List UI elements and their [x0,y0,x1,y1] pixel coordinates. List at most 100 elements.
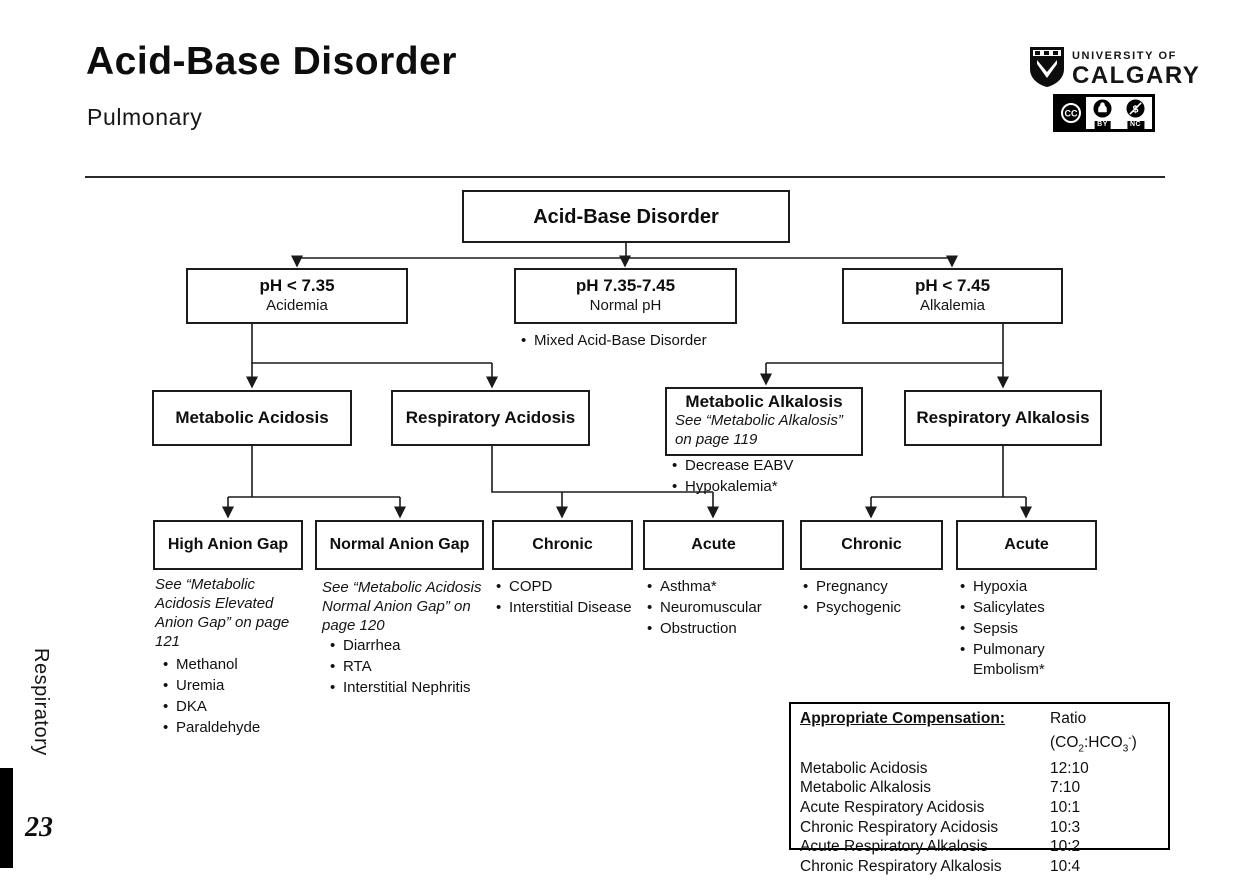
row-value: 10:2 [1050,838,1081,856]
cc-nc-label: NC [1126,121,1145,129]
row-label: Chronic Respiratory Alkalosis [800,858,1002,876]
table-row: Acute Respiratory Acidosis 10:1 [800,798,1158,818]
university-wordmark-line1: UNIVERSITY OF [1072,50,1177,62]
node-title: Respiratory Alkalosis [916,407,1090,427]
table-row: Chronic Respiratory Acidosis 10:3 [800,818,1158,838]
row-label: Acute Respiratory Acidosis [800,799,985,817]
node-title: Respiratory Acidosis [405,407,576,427]
node-title: High Anion Gap [167,536,289,554]
node-acute-respiratory-alkalosis: Acute [956,520,1097,570]
table-row: Metabolic Alkalosis 7:10 [800,778,1158,798]
node-normal-ph: pH 7.35-7.45 Normal pH [514,268,737,324]
svg-text:$: $ [1133,104,1139,115]
list-item: Paraldehyde [163,718,303,738]
list-item: Interstitial Nephritis [330,678,490,698]
list-item: Uremia [163,676,303,696]
row-label: Chronic Respiratory Acidosis [800,818,999,836]
acute-respiratory-acidosis-causes: Asthma* Neuromuscular Obstruction [647,577,777,640]
node-acute-respiratory-acidosis: Acute [643,520,784,570]
normal-anion-gap-reference: See “Metabolic Acidosis Normal Anion Gap… [322,579,482,635]
node-title: pH < 7.35 [259,276,335,296]
node-chronic-respiratory-acidosis: Chronic [492,520,633,570]
node-chronic-respiratory-alkalosis: Chronic [800,520,943,570]
normal-ph-notes: Mixed Acid-Base Disorder [521,331,751,352]
table-row: Acute Respiratory Alkalosis 10:2 [800,837,1158,857]
node-respiratory-alkalosis: Respiratory Alkalosis [904,390,1102,446]
acute-respiratory-alkalosis-causes: Hypoxia Salicylates Sepsis Pulmonary Emb… [960,577,1068,681]
section-tab-bar [0,768,13,868]
node-title: Chronic [841,536,902,554]
list-item: Psychogenic [803,598,933,618]
node-reference: See “Metabolic Alkalosis” on page 119 [675,412,843,448]
list-item: Decrease EABV [672,456,862,476]
ratio-sup: - [1128,732,1132,744]
list-item: Mixed Acid-Base Disorder [521,331,751,351]
metabolic-alkalosis-notes: Decrease EABV Hypokalemia* [672,456,862,498]
list-item: Neuromuscular [647,598,777,618]
node-metabolic-acidosis: Metabolic Acidosis [152,390,352,446]
node-subtitle: Acidemia [266,296,328,314]
list-item: Interstitial Disease [496,598,636,618]
node-title: Acute [691,536,736,554]
list-item: Sepsis [960,619,1068,639]
compensation-table: Appropriate Compensation: Ratio (CO2:HCO… [789,702,1170,875]
node-acid-base-disorder: Acid-Base Disorder [462,190,790,243]
cc-nc-icon: $ NC [1119,97,1152,129]
cc-license-badge: CC BY $ NC [1053,94,1155,132]
chronic-respiratory-acidosis-causes: COPD Interstitial Disease [496,577,636,619]
table-header-ratio: Ratio (CO2:HCO3-) [1050,709,1158,759]
list-item: Hypoxia [960,577,1068,597]
node-normal-anion-gap: Normal Anion Gap [315,520,484,570]
row-label: Metabolic Alkalosis [800,779,931,797]
list-item: Pulmonary Embolism* [960,640,1068,680]
node-metabolic-alkalosis: Metabolic Alkalosis See “Metabolic Alkal… [665,387,863,456]
node-title: Chronic [532,536,593,554]
node-title: Metabolic Alkalosis [685,392,843,411]
cc-by-icon: BY [1086,97,1119,129]
row-value: 10:3 [1050,818,1081,836]
ratio-sub: 2 [1078,742,1084,754]
row-value: 7:10 [1050,779,1081,797]
row-label: Acute Respiratory Alkalosis [800,838,988,856]
node-high-anion-gap: High Anion Gap [153,520,303,570]
normal-anion-gap-causes: Diarrhea RTA Interstitial Nephritis [330,636,490,699]
node-title: pH 7.35-7.45 [575,276,676,296]
node-title: Metabolic Acidosis [175,407,329,427]
high-anion-gap-reference: See “Metabolic Acidosis Elevated Anion G… [155,576,290,651]
node-title: Acute [1004,536,1049,554]
table-header-row: Appropriate Compensation: Ratio (CO2:HCO… [800,709,1158,759]
university-wordmark: UNIVERSITY OF CALGARY [1072,51,1200,88]
node-respiratory-acidosis: Respiratory Acidosis [391,390,590,446]
row-value: 12:10 [1050,759,1089,777]
list-item: COPD [496,577,636,597]
row-value: 10:4 [1050,858,1081,876]
table-row: Chronic Respiratory Alkalosis 10:4 [800,857,1158,877]
cc-icon: CC [1056,97,1086,129]
ratio-text: ) [1131,733,1137,751]
calgary-shield-icon [1029,46,1065,93]
table-row: Metabolic Acidosis 12:10 [800,759,1158,779]
list-item: DKA [163,697,303,717]
cc-by-label: BY [1094,121,1111,129]
page-subtitle: Pulmonary [87,104,203,130]
row-value: 10:1 [1050,799,1081,817]
university-of-calgary-logo: UNIVERSITY OF CALGARY [1029,46,1200,93]
node-subtitle: Normal pH [589,296,662,314]
ratio-text: Ratio (CO [1050,710,1087,751]
node-alkalemia: pH < 7.45 Alkalemia [842,268,1063,324]
list-item: Methanol [163,655,303,675]
list-item: Salicylates [960,598,1068,618]
list-item: Obstruction [647,619,777,639]
ratio-sub: 3 [1122,742,1129,754]
table-header-label: Appropriate Compensation: [800,710,1005,727]
list-item: Diarrhea [330,636,490,656]
university-wordmark-line2: CALGARY [1072,62,1201,89]
svg-text:CC: CC [1065,109,1078,119]
section-label-respiratory: Respiratory [30,648,52,756]
list-item: Pregnancy [803,577,933,597]
node-title: Normal Anion Gap [329,536,470,554]
header-divider [85,176,1165,178]
chronic-respiratory-alkalosis-causes: Pregnancy Psychogenic [803,577,933,619]
list-item: Hypokalemia* [672,477,862,497]
